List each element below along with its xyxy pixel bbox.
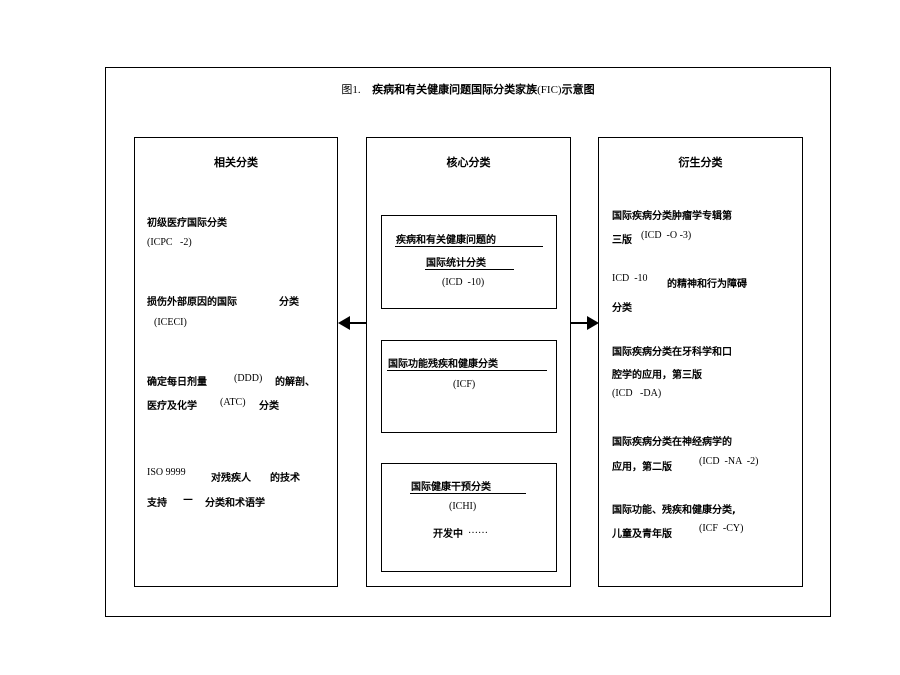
atc-title-b: 分类 bbox=[259, 401, 279, 412]
derived-heading: 衍生分类 bbox=[678, 156, 723, 169]
iso-title-c: 支持 bbox=[147, 498, 167, 509]
icfcy-title-2: 儿童及青年版 bbox=[612, 529, 672, 540]
arrow-to-related bbox=[338, 316, 366, 330]
icd10-title-line1: 疾病和有关健康问题的 bbox=[396, 235, 496, 246]
icd10-title-line2: 国际统计分类 bbox=[426, 258, 486, 269]
iso-code: ISO 9999 bbox=[147, 467, 186, 478]
icf-box: 国际功能残疾和健康分类 (ICF) bbox=[381, 340, 557, 433]
ichi-title: 国际健康干预分类 bbox=[411, 482, 491, 493]
icf-title: 国际功能残疾和健康分类 bbox=[388, 359, 498, 370]
ichi-ellipsis: …… bbox=[468, 525, 488, 536]
ddd-title-b: 的解剖、 bbox=[275, 377, 315, 388]
icd10-underline-2 bbox=[425, 269, 514, 270]
icpc-title: 初级医疗国际分类 bbox=[147, 218, 227, 229]
icd10-mental-title-2: 分类 bbox=[612, 303, 632, 314]
icdo3-title: 国际疾病分类肿瘤学专辑第 bbox=[612, 211, 732, 222]
icf-underline bbox=[387, 370, 547, 371]
icd10-mental-code: ICD -10 bbox=[612, 273, 648, 284]
atc-title-a: 医疗及化学 bbox=[147, 401, 197, 412]
related-heading: 相关分类 bbox=[214, 156, 258, 169]
iceci-title-b: 分类 bbox=[279, 297, 299, 308]
icd10-box: 疾病和有关健康问题的 国际统计分类 (ICD -10) bbox=[381, 215, 557, 309]
title-main: 疾病和有关健康问题国际分类家族 bbox=[372, 83, 538, 96]
icdda-title: 国际疾病分类在牙科学和口 bbox=[612, 347, 732, 358]
icd10-mental-title: 的精神和行为障碍 bbox=[667, 279, 747, 290]
title-suffix: 示意图 bbox=[561, 83, 595, 96]
iceci-code: (ICECI) bbox=[154, 317, 187, 328]
core-classifications-panel: 核心分类 疾病和有关健康问题的 国际统计分类 (ICD -10) 国际功能残疾和… bbox=[366, 137, 571, 587]
ichi-box: 国际健康干预分类 (ICHI) 开发中 …… bbox=[381, 463, 557, 572]
icd10-code: (ICD -10) bbox=[442, 277, 485, 288]
related-classifications-panel: 相关分类 初级医疗国际分类 (ICPC -2) 损伤外部原因的国际 分类 (IC… bbox=[134, 137, 338, 587]
ichi-underline bbox=[410, 493, 526, 494]
ddd-title-a: 确定每日剂量 bbox=[147, 377, 207, 388]
icdna-code: (ICD -NA -2) bbox=[699, 456, 759, 467]
iso-title-a: 对残疾人 bbox=[211, 473, 251, 484]
icfcy-code: (ICF -CY) bbox=[699, 523, 744, 534]
atc-code: (ATC) bbox=[220, 397, 246, 408]
title-abbrev: (FIC) bbox=[537, 84, 562, 96]
icdna-title: 国际疾病分类在神经病学的 bbox=[612, 437, 732, 448]
figure-number: 图1. bbox=[341, 84, 361, 96]
core-heading: 核心分类 bbox=[446, 156, 491, 169]
iceci-title-a: 损伤外部原因的国际 bbox=[147, 297, 237, 308]
icpc-code: (ICPC -2) bbox=[147, 237, 192, 248]
derived-classifications-panel: 衍生分类 国际疾病分类肿瘤学专辑第 三版 (ICD -O -3) ICD -10… bbox=[598, 137, 803, 587]
diagram-frame bbox=[105, 67, 831, 617]
icdda-title-2: 腔学的应用，第三版 bbox=[612, 370, 702, 381]
icdna-title-2: 应用，第二版 bbox=[612, 462, 672, 473]
icfcy-title: 国际功能、残疾和健康分类, bbox=[612, 505, 736, 516]
icdo3-code: (ICD -O -3) bbox=[641, 230, 692, 241]
iso-title-d: 分类和术语学 bbox=[205, 498, 265, 509]
icf-code: (ICF) bbox=[453, 379, 476, 390]
ichi-code: (ICHI) bbox=[449, 501, 477, 512]
icd10-underline-1 bbox=[395, 246, 543, 247]
icdo3-edition: 三版 bbox=[612, 235, 632, 246]
iso-dash: — bbox=[183, 494, 193, 505]
arrow-to-derived bbox=[571, 316, 599, 330]
iso-title-b: 的技术 bbox=[270, 473, 300, 484]
icdda-code: (ICD -DA) bbox=[612, 388, 662, 399]
ichi-status: 开发中 bbox=[433, 529, 463, 540]
diagram-title: 图1. 疾病和有关健康问题国际分类家族(FIC)示意图 bbox=[105, 81, 831, 97]
ddd-code: (DDD) bbox=[234, 373, 263, 384]
